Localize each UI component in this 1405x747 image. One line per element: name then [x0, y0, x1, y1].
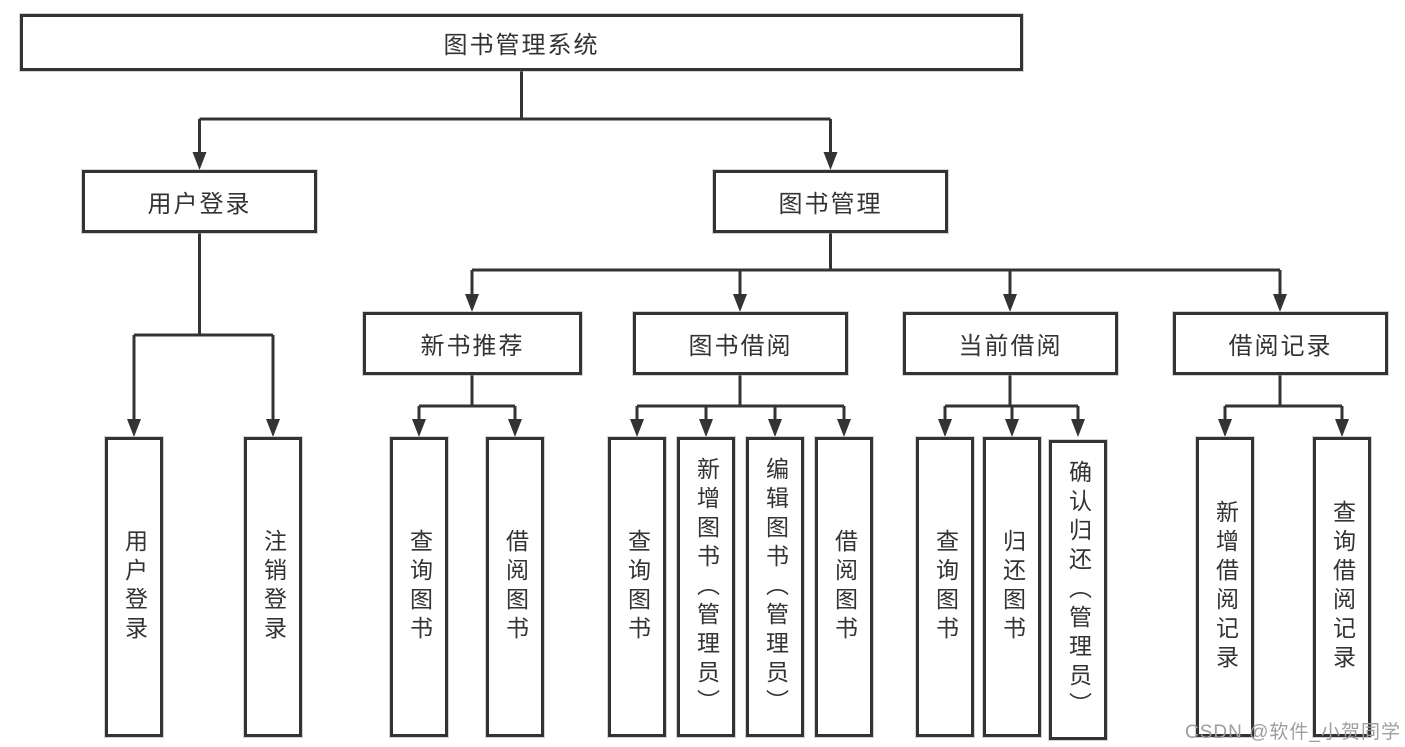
node-borrow-record-label: 借阅记录 [1228, 333, 1333, 360]
node-new-book-rec: 新书推荐 [363, 312, 582, 375]
leaf-query-borrow-record: 查询借阅记录 [1313, 437, 1371, 737]
leaf-return-book-label: 归还图书 [999, 529, 1026, 645]
leaf-confirm-return-admin: 确认归还（管理员） [1049, 440, 1107, 740]
node-root: 图书管理系统 [20, 14, 1023, 71]
leaf-query-books-current-label: 查询图书 [932, 529, 959, 645]
node-new-book-rec-label: 新书推荐 [420, 333, 525, 360]
node-book-mgmt: 图书管理 [713, 170, 948, 233]
connector-current-borrow-children [943, 374, 1080, 424]
node-root-label: 图书管理系统 [443, 32, 600, 59]
leaf-return-book: 归还图书 [983, 437, 1041, 737]
leaf-query-books-borrow: 查询图书 [608, 437, 666, 737]
leaf-query-books-rec: 查询图书 [390, 437, 448, 737]
leaf-user-login: 用户登录 [105, 437, 163, 737]
node-current-borrow-label: 当前借阅 [958, 333, 1063, 360]
leaf-user-login-label: 用户登录 [121, 529, 148, 645]
leaf-query-borrow-record-label: 查询借阅记录 [1329, 500, 1356, 674]
connector-book-borrow-children [635, 374, 846, 424]
leaf-confirm-return-admin-label: 确认归还（管理员） [1065, 459, 1092, 721]
leaf-borrow-books-label: 借阅图书 [831, 529, 858, 645]
node-book-borrow: 图书借阅 [633, 312, 848, 375]
arrowheads [127, 152, 1349, 437]
leaf-logout-label: 注销登录 [260, 529, 287, 645]
connector-borrow-record-children [1223, 374, 1344, 424]
node-borrow-record: 借阅记录 [1173, 312, 1388, 375]
leaf-add-book-admin-label: 新增图书（管理员） [693, 456, 720, 718]
node-current-borrow: 当前借阅 [903, 312, 1118, 375]
connector-book-mgmt-children [470, 232, 1282, 299]
node-book-mgmt-label: 图书管理 [778, 191, 883, 218]
leaf-edit-book-admin: 编辑图书（管理员） [746, 437, 804, 737]
node-user-login: 用户登录 [82, 170, 317, 233]
leaf-query-books-borrow-label: 查询图书 [624, 529, 651, 645]
connector-user-login-children [132, 232, 275, 424]
leaf-query-books-rec-label: 查询图书 [406, 529, 433, 645]
connector-root-to-level2 [198, 70, 832, 157]
leaf-query-books-current: 查询图书 [916, 437, 974, 737]
leaf-borrow-books: 借阅图书 [815, 437, 873, 737]
watermark: CSDN @软件_小贺同学 [1185, 722, 1401, 743]
leaf-borrow-books-rec-label: 借阅图书 [502, 529, 529, 645]
node-book-borrow-label: 图书借阅 [688, 333, 793, 360]
leaf-edit-book-admin-label: 编辑图书（管理员） [762, 456, 789, 718]
connector-new-book-rec-children [417, 374, 517, 424]
leaf-add-borrow-record: 新增借阅记录 [1196, 437, 1254, 737]
leaf-logout: 注销登录 [244, 437, 302, 737]
leaf-add-borrow-record-label: 新增借阅记录 [1212, 500, 1239, 674]
node-user-login-label: 用户登录 [147, 191, 252, 218]
leaf-add-book-admin: 新增图书（管理员） [677, 437, 735, 737]
leaf-borrow-books-rec: 借阅图书 [486, 437, 544, 737]
